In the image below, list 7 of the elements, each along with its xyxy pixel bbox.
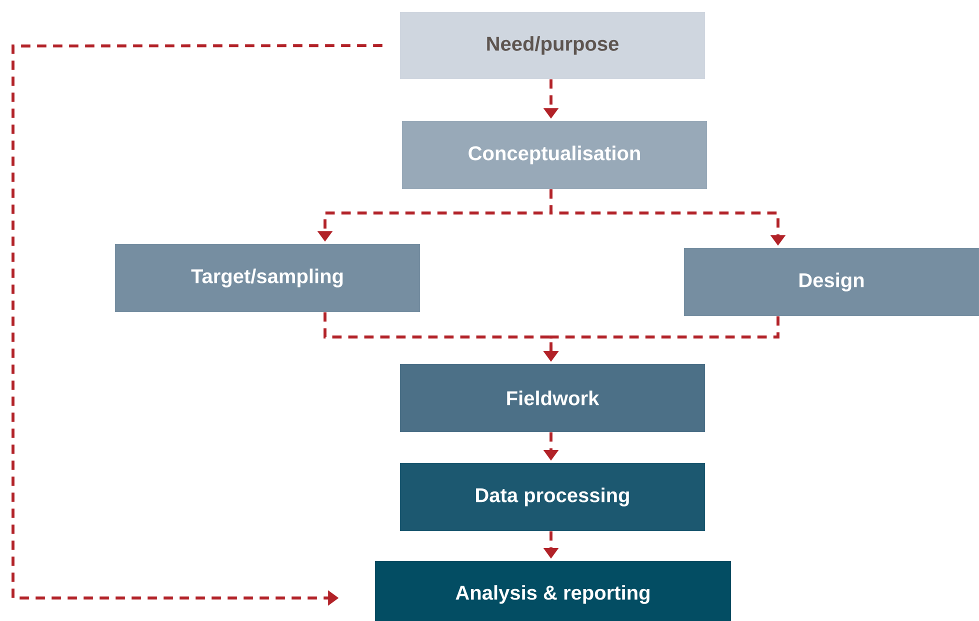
process-box: Target/sampling: [115, 244, 420, 312]
process-box: Analysis & reporting: [375, 561, 731, 621]
process-box: Fieldwork: [400, 364, 705, 432]
process-box: Data processing: [400, 463, 705, 531]
process-box: Need/purpose: [400, 12, 705, 79]
process-box: Conceptualisation: [402, 121, 707, 189]
process-box: Design: [684, 248, 979, 316]
